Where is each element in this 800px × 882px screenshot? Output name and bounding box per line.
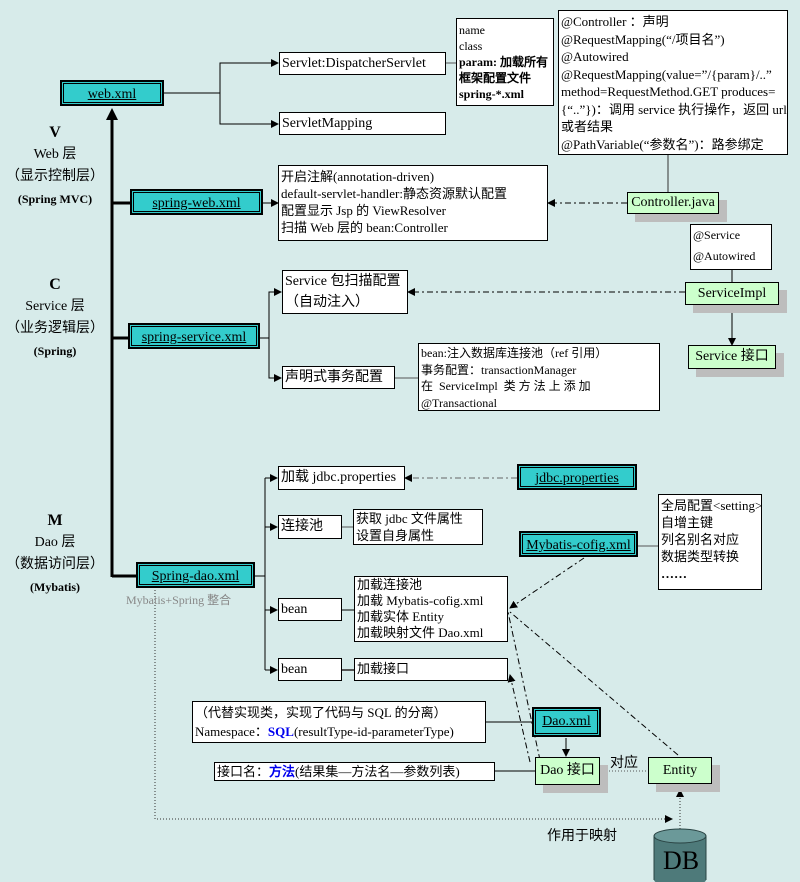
spring-dao-xml-node[interactable]: Spring-dao.xml	[136, 562, 255, 588]
integration-caption: Mybatis+Spring 整合	[126, 593, 232, 607]
ns-suffix: (resultType-id-parameterType)	[293, 724, 454, 739]
servlet-mapping-box: ServletMapping	[279, 112, 446, 135]
service-impl-node[interactable]: ServiceImpl	[685, 282, 779, 305]
web-xml-node[interactable]: web.xml	[60, 80, 164, 106]
layer-desc: （业务逻辑层）	[6, 321, 104, 336]
service-annotations-note: @Service @Autowired	[690, 224, 772, 270]
note-line: {“..”})：调用 service 执行操作，返回 url	[561, 101, 787, 117]
note-line: 全局配置<setting>	[661, 498, 763, 513]
note-line: 数据类型转换	[661, 549, 740, 564]
note-line: 扫描 Web 层的 bean:Controller	[281, 220, 448, 235]
note-line: 事务配置：transactionManager	[421, 362, 577, 377]
layer-letter: C	[49, 276, 61, 293]
note-line: method=RequestMethod.GET produces=	[561, 84, 776, 99]
note-line: 自增主键	[661, 515, 714, 530]
service-interface-node[interactable]: Service 接口	[688, 345, 776, 369]
interface-note: 接口名：方法(结果集—方法名—参数列表)	[214, 762, 495, 781]
note-line: @Controller ：声明	[561, 14, 669, 29]
bean-note-1: 加载连接池 加载 Mybatis-cofig.xml 加载实体 Entity 加…	[354, 576, 508, 642]
layer-label-v: V Web 层 （显示控制层） (Spring MVC)	[0, 122, 110, 210]
note-line: Service 包扫描配置	[285, 274, 401, 289]
layer-letter: M	[47, 512, 63, 529]
layer-name: Web 层	[33, 147, 77, 162]
note-line: 开启注解(annotation-driven)	[281, 169, 435, 184]
ns-prefix: Namespace：	[195, 724, 268, 739]
note-line: 列名别名对应	[661, 532, 740, 547]
mapping-label: 作用于映射	[547, 829, 617, 844]
spring-web-xml-node[interactable]: spring-web.xml	[130, 189, 263, 215]
load-jdbc-box: 加载 jdbc.properties	[278, 466, 405, 490]
layer-name: Service 层	[25, 299, 85, 314]
namespace-line: Namespace：SQL(resultType-id-parameterTyp…	[195, 722, 483, 741]
declarative-tx-box: 声明式事务配置	[282, 366, 395, 389]
bean-box-2: bean	[278, 658, 342, 681]
note-line: 配置显示 Jsp 的 ViewResolver	[281, 203, 446, 218]
note-line: 加载实体 Entity	[357, 609, 445, 624]
note-line: class	[459, 39, 483, 53]
note-line: @Transactional	[421, 395, 497, 410]
service-scan-box: Service 包扫描配置 （自动注入）	[282, 270, 408, 314]
entity-node[interactable]: Entity	[648, 757, 712, 784]
layer-name: Dao 层	[34, 535, 76, 550]
iface-prefix: 接口名：	[217, 764, 270, 779]
dao-xml-note: （代替实现类，实现了代码与 SQL 的分离） Namespace：SQL(res…	[192, 701, 486, 743]
note-line: 加载连接池	[357, 577, 423, 592]
tx-config-note: bean:注入数据库连接池（ref 引用） 事务配置：transactionMa…	[418, 343, 660, 411]
controller-java-node[interactable]: Controller.java	[627, 192, 719, 214]
layer-desc: （显示控制层）	[6, 169, 104, 184]
mybatis-config-node[interactable]: Mybatis-cofig.xml	[519, 531, 638, 557]
note-line: @Autowired	[693, 249, 756, 263]
note-line: 或者结果	[561, 119, 614, 134]
note-line: （自动注入）	[285, 295, 369, 310]
note-line: 获取 jdbc 文件属性	[356, 511, 463, 526]
iface-method: 方法	[269, 764, 296, 779]
note-line: 加载映射文件 Dao.xml	[357, 625, 484, 640]
dao-xml-node[interactable]: Dao.xml	[532, 707, 601, 737]
note-line: ……	[661, 566, 687, 581]
layer-letter: V	[49, 124, 61, 141]
note-line: @Autowired	[561, 49, 629, 64]
note-line: bean:注入数据库连接池（ref 引用）	[421, 346, 608, 360]
database-icon	[653, 828, 707, 882]
layer-tech: (Mybatis)	[30, 580, 80, 594]
layer-tech: (Spring)	[33, 344, 77, 358]
layer-label-m: M Dao 层 （数据访问层） (Mybatis)	[0, 510, 110, 598]
layer-tech: (Spring MVC)	[17, 192, 93, 206]
note-line: （代替实现类，实现了代码与 SQL 的分离）	[195, 705, 447, 720]
note-line: default-servlet-handler:静态资源默认配置	[281, 186, 507, 201]
mybatis-settings-note: 全局配置<setting> 自增主键 列名别名对应 数据类型转换 ……	[658, 494, 762, 590]
note-line: 在 ServiceImpl 类 方 法 上 添 加	[421, 379, 591, 393]
db-label: DB	[663, 846, 700, 875]
note-line: param: 加载所有框架配置文件 spring-*.xml	[459, 55, 548, 101]
note-line: name	[459, 23, 485, 37]
jdbc-properties-node[interactable]: jdbc.properties	[517, 464, 637, 490]
spring-web-config-box: 开启注解(annotation-driven) default-servlet-…	[278, 165, 548, 241]
note-line: @RequestMapping(“/项目名”)	[561, 31, 725, 47]
note-line: 加载 Mybatis-cofig.xml	[357, 593, 484, 608]
bean-note-2: 加载接口	[354, 658, 508, 681]
servlet-note-box: name class param: 加载所有框架配置文件 spring-*.xm…	[456, 18, 554, 106]
layer-desc: （数据访问层）	[6, 557, 104, 572]
iface-suffix: (结果集—方法名—参数列表)	[295, 764, 460, 779]
layer-label-c: C Service 层 （业务逻辑层） (Spring)	[0, 274, 110, 362]
pool-note-box: 获取 jdbc 文件属性 设置自身属性	[353, 509, 483, 545]
controller-annotations-note: @Controller ：声明 @RequestMapping(“/项目名”) …	[558, 10, 788, 155]
connection-pool-box: 连接池	[278, 515, 342, 539]
spring-service-xml-node[interactable]: spring-service.xml	[128, 323, 260, 349]
note-line: 设置自身属性	[356, 528, 435, 543]
bean-box-1: bean	[278, 598, 342, 621]
note-line: @Service	[693, 228, 741, 242]
correspond-label: 对应	[610, 756, 638, 771]
dao-interface-node[interactable]: Dao 接口	[535, 757, 600, 785]
ns-sql: SQL	[267, 724, 294, 739]
note-line: @RequestMapping(value=”/{param}/..”	[561, 66, 772, 82]
dispatcher-servlet-box: Servlet:DispatcherServlet	[279, 52, 446, 75]
note-line: @PathVariable(“参数名”)：路参绑定	[561, 136, 764, 152]
